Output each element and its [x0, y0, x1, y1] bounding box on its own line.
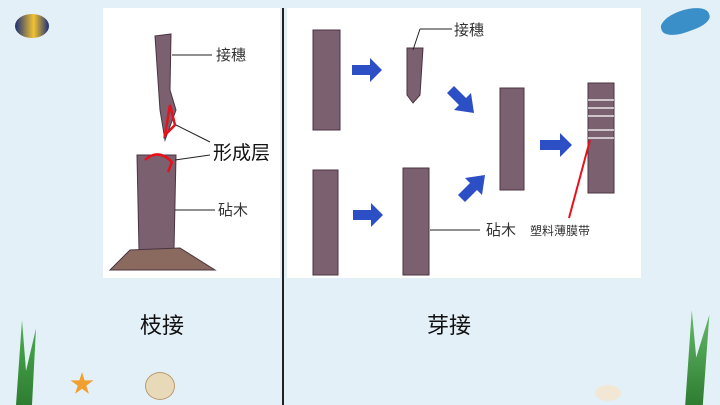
left-rootstock-label: 砧木 [218, 201, 249, 219]
process-arrows [352, 58, 572, 227]
shell-icon [145, 372, 175, 400]
rootstock-t-cut [402, 167, 430, 276]
film-wrap [588, 99, 614, 139]
bud-branch [312, 29, 341, 131]
rootstock-uncut [312, 169, 339, 276]
scion-branch [154, 33, 177, 142]
leader-lines [172, 28, 480, 231]
pebble-icon [595, 385, 621, 401]
fish-icon [15, 14, 49, 38]
film-label: 塑料薄膜带 [530, 224, 591, 238]
right-rootstock-label: 砧木 [486, 221, 517, 239]
film-pointer [568, 139, 591, 219]
bud-shield [406, 47, 424, 104]
cambium-markings [144, 104, 177, 173]
right-diagram-panel [287, 8, 641, 278]
divider-line [282, 8, 284, 405]
cambium-label: 形成层 [213, 142, 271, 164]
left-diagram-panel [103, 8, 280, 278]
caption-branch-grafting: 枝接 [140, 314, 185, 339]
caption-bud-grafting: 芽接 [427, 314, 472, 339]
soil-mound [108, 247, 217, 271]
joined-stock [499, 87, 525, 191]
left-scion-label: 接穗 [216, 46, 247, 64]
right-scion-label: 接穗 [454, 21, 485, 39]
